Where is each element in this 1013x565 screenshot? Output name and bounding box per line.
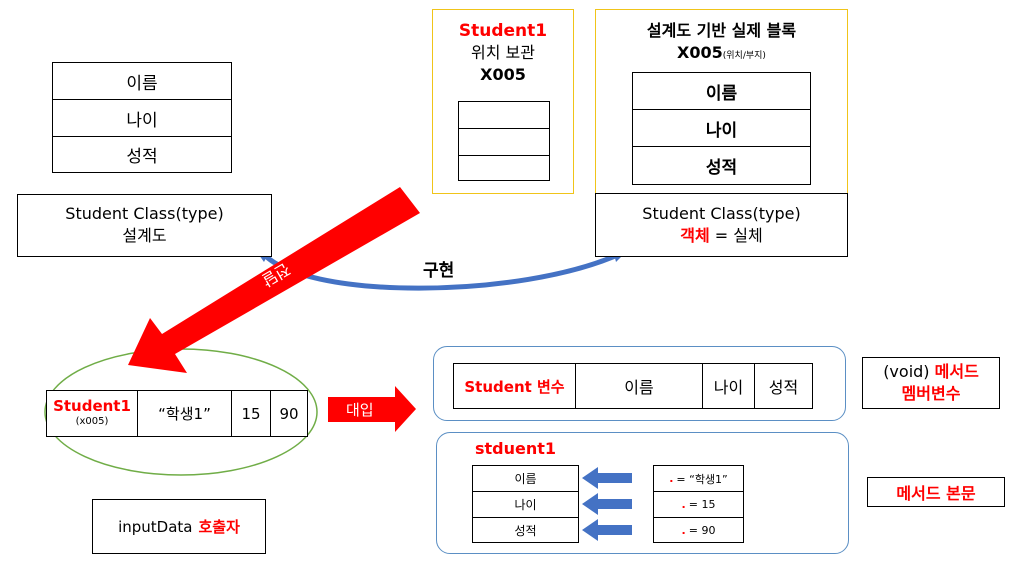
method-body-label: 메서드 본문 xyxy=(867,477,1005,507)
caller-score-value: 90 xyxy=(279,404,299,423)
location-box: Student1 위치 보관 X005 xyxy=(432,9,574,194)
body-blue-arrows xyxy=(582,467,632,541)
param-field-name: 이름 xyxy=(576,364,703,408)
class-blueprint-line1: Student Class(type) xyxy=(65,204,224,223)
body-assign-dot: . xyxy=(681,498,686,511)
body-assign-name-value: = “학생1” xyxy=(676,472,728,486)
location-empty-row xyxy=(459,129,549,156)
body-assign-age: . = 15 xyxy=(654,492,743,518)
caller-row: Student1 (x005) “학생1” 15 90 xyxy=(46,390,308,437)
method-body-title: stduent1 xyxy=(475,439,557,458)
class-blueprint-box: Student Class(type) 설계도 xyxy=(17,194,272,257)
type-field-score: 성적 xyxy=(126,147,158,167)
real-field-name: 이름 xyxy=(633,73,810,110)
body-assign-name: . = “학생1” xyxy=(654,466,743,492)
body-assign-score: . = 90 xyxy=(654,518,743,542)
member-label-line1: (void) 메서드 xyxy=(863,361,999,383)
param-row: Student 변수 이름 나이 성적 xyxy=(453,363,813,409)
real-block-object-rest: = 실체 xyxy=(714,226,763,245)
body-field-name: 이름 xyxy=(473,466,578,492)
caller-var-addr: (x005) xyxy=(75,415,109,427)
param-field-age: 나이 xyxy=(703,364,755,408)
caller-box-highlight: 호출자 xyxy=(198,518,240,536)
caller-name-value: “학생1” xyxy=(138,391,232,436)
real-block-address: X005 xyxy=(677,43,723,62)
caller-age-value: 15 xyxy=(232,391,271,436)
param-var-label: Student 변수 xyxy=(454,364,576,408)
transfer-big-arrow xyxy=(128,187,420,373)
real-block-object-line: 객체 = 실체 xyxy=(596,225,847,247)
body-field-age: 나이 xyxy=(473,492,578,518)
param-panel: Student 변수 이름 나이 성적 xyxy=(433,346,846,421)
member-label-prefix: (void) xyxy=(883,362,930,381)
type-field-name: 이름 xyxy=(53,63,231,100)
member-label-method: 메서드 xyxy=(934,362,979,381)
real-block-address-note: (위치/부지) xyxy=(722,51,766,61)
body-assign-dot: . xyxy=(681,523,686,537)
real-block-address-line: X005(위치/부지) xyxy=(596,42,847,67)
location-empty-table xyxy=(458,101,550,181)
body-assign-dot: . xyxy=(669,472,674,485)
caller-var-name: Student1 xyxy=(53,396,131,415)
method-body-assign-table: . = “학생1” . = 15 . = 90 xyxy=(653,465,744,543)
real-block-class-line1: Student Class(type) xyxy=(642,204,801,223)
real-block-class-box: Student Class(type) 객체 = 실체 xyxy=(595,193,848,257)
class-blueprint-line2: 설계도 xyxy=(122,226,167,245)
real-block-field-table: 이름 나이 성적 xyxy=(632,72,811,185)
real-block-object-word: 객체 xyxy=(680,226,710,245)
param-field-score: 성적 xyxy=(768,378,799,397)
caller-var-cell: Student1 (x005) xyxy=(47,391,138,436)
body-assign-age-value: = 15 xyxy=(688,498,716,511)
type-field-age: 나이 xyxy=(53,100,231,137)
assign-arrow-shape xyxy=(328,386,416,432)
member-label-box: (void) 메서드 멤버변수 xyxy=(862,357,1000,409)
real-block-title: 설계도 기반 실제 블록 xyxy=(646,21,797,40)
caller-box-prefix: inputData xyxy=(118,517,193,536)
location-desc: 위치 보관 xyxy=(471,43,535,62)
assign-label: 대입 xyxy=(346,401,374,419)
type-field-table: 이름 나이 성적 xyxy=(52,62,232,173)
method-body-field-table: 이름 나이 성적 xyxy=(472,465,579,543)
method-body-panel: stduent1 이름 나이 성적 . = “학생1” . = 15 . = 9… xyxy=(436,432,849,554)
location-empty-row xyxy=(459,156,549,182)
body-assign-score-value: = 90 xyxy=(688,523,716,537)
implement-label: 구현 xyxy=(423,261,455,281)
real-field-age: 나이 xyxy=(633,110,810,147)
location-var-name: Student1 xyxy=(458,21,548,41)
body-field-score: 성적 xyxy=(514,523,537,538)
location-address: X005 xyxy=(480,65,526,84)
real-field-score: 성적 xyxy=(705,158,738,178)
location-empty-row xyxy=(459,102,549,129)
member-label-line2: 멤버변수 xyxy=(901,384,961,403)
real-block-box: 설계도 기반 실제 블록 X005(위치/부지) 이름 나이 성적 xyxy=(595,9,848,194)
caller-box: inputData 호출자 xyxy=(92,499,266,554)
